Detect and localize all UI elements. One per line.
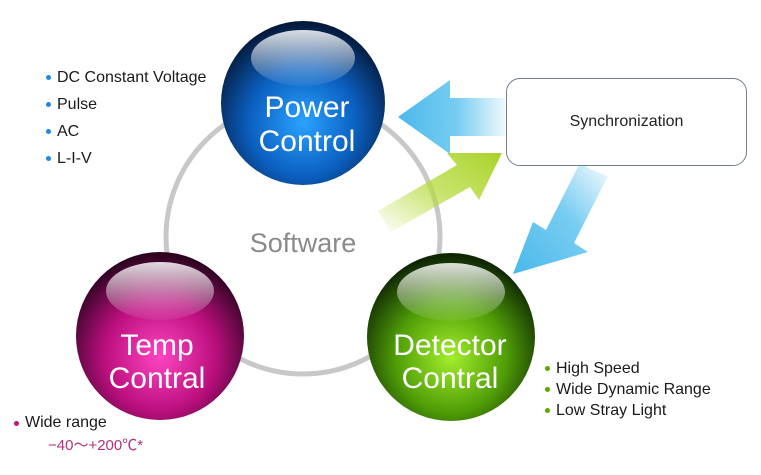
- list-item: Pulse: [46, 91, 206, 118]
- synchronization-label: Synchronization: [569, 113, 684, 130]
- temp-range-text: −40～+200℃*: [48, 437, 144, 454]
- bullet-icon: [545, 408, 550, 413]
- power-control-sphere: Power Control: [221, 21, 385, 185]
- list-item: Wide range: [14, 412, 107, 434]
- temp-node-line1: Temp: [120, 329, 193, 362]
- green-arrow-to-sync: [378, 153, 502, 232]
- bullet-icon: [545, 366, 550, 371]
- power-node-line1: Power: [264, 91, 349, 124]
- bullet-icon: [545, 387, 550, 392]
- list-item: L-I-V: [46, 145, 206, 172]
- temp-features-list: Wide range: [14, 412, 107, 434]
- sync-to-detector-arrow: [513, 163, 608, 274]
- list-item: High Speed: [545, 358, 711, 379]
- software-label: Software: [250, 228, 357, 258]
- list-item: AC: [46, 118, 206, 145]
- temp-node-line2: Contral: [109, 362, 206, 395]
- list-item: DC Constant Voltage: [46, 64, 206, 91]
- bullet-icon: [46, 75, 51, 80]
- detector-node-line1: Detector: [393, 329, 506, 362]
- list-item: Wide Dynamic Range: [545, 379, 711, 400]
- detector-control-sphere: Detector Contral: [367, 253, 535, 421]
- synchronization-box: Synchronization: [506, 78, 747, 166]
- power-node-line2: Control: [259, 125, 356, 158]
- bullet-icon: [46, 156, 51, 161]
- bullet-icon: [14, 420, 19, 426]
- bullet-icon: [46, 129, 51, 134]
- detector-features-list: High Speed Wide Dynamic Range Low Stray …: [545, 358, 711, 421]
- list-item: Low Stray Light: [545, 400, 711, 421]
- bullet-icon: [46, 102, 51, 107]
- power-features-list: DC Constant Voltage Pulse AC L-I-V: [46, 64, 206, 172]
- detector-node-line2: Contral: [402, 362, 499, 395]
- sync-to-power-arrow: [398, 80, 505, 154]
- temp-control-sphere: Temp Contral: [76, 252, 244, 420]
